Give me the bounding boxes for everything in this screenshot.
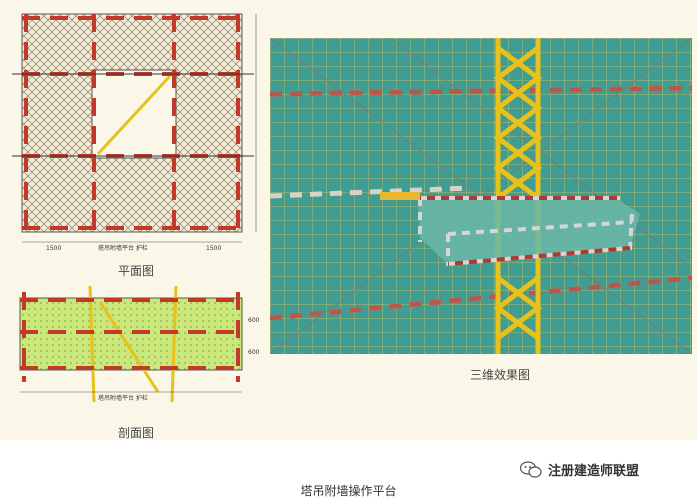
section-view-drawing: 塔吊附墙平台 护栏 600 600 — [19, 285, 260, 403]
figure-panel: 1500 1500 塔吊附墙平台 护栏 平面图 塔吊附 — [0, 0, 697, 440]
plan-dim-left: 1500 — [46, 245, 61, 252]
wechat-icon — [520, 460, 542, 478]
section-view-label: 剖面图 — [118, 426, 155, 440]
watermark: 注册建造师联盟 — [520, 460, 639, 479]
watermark-text: 注册建造师联盟 — [548, 464, 640, 479]
section-dim-top: 600 — [248, 317, 260, 324]
render-3d-image — [270, 38, 692, 354]
section-dim-bottom: 600 — [248, 349, 260, 356]
plan-bottom-note: 塔吊附墙平台 护栏 — [98, 244, 148, 252]
section-rails — [20, 292, 242, 382]
plan-bars — [12, 73, 254, 157]
plan-dim-right: 1500 — [206, 245, 221, 252]
plan-diagonal-brace — [96, 74, 172, 156]
plan-view-label: 平面图 — [118, 264, 155, 278]
render-beam — [380, 192, 420, 200]
plan-view-drawing: 1500 1500 塔吊附墙平台 护栏 — [12, 13, 257, 252]
figure-title: 塔吊附墙操作平台 — [300, 484, 397, 498]
section-tower-legs — [88, 285, 178, 403]
section-bottom-note: 塔吊附墙平台 护栏 — [98, 394, 148, 402]
render-platform — [418, 198, 640, 264]
render-view-label: 三维效果图 — [470, 368, 531, 382]
